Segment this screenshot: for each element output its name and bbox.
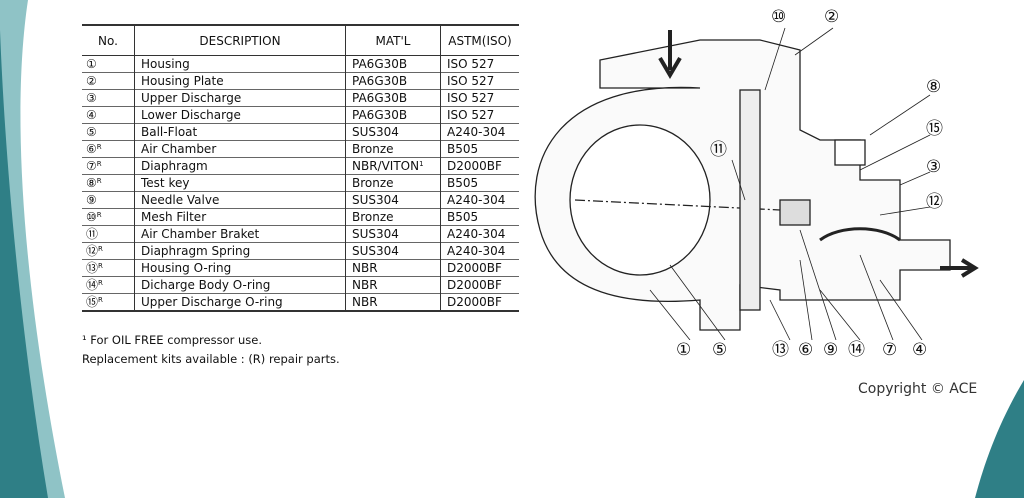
callout-label: ⑭: [848, 340, 865, 360]
callout-label: ③: [926, 157, 942, 177]
part-material: NBR: [345, 293, 441, 311]
part-material: SUS304: [345, 242, 441, 260]
part-description: Upper Discharge O-ring: [134, 293, 346, 311]
part-astm: ISO 527: [440, 72, 519, 90]
part-material: SUS304: [345, 225, 441, 243]
part-astm: ISO 527: [440, 55, 519, 73]
callout-label: ⑥: [798, 340, 814, 360]
part-astm: A240-304: [440, 191, 519, 209]
part-description: Air Chamber: [134, 140, 346, 158]
table-row: ⑤ Ball-Float SUS304 A240-304: [82, 123, 519, 141]
part-description: Diaphragm Spring: [134, 242, 346, 260]
part-description: Upper Discharge: [134, 89, 346, 107]
part-number: ⑬R: [82, 259, 135, 277]
part-description: Housing Plate: [134, 72, 346, 90]
part-astm: A240-304: [440, 225, 519, 243]
part-material: NBR: [345, 259, 441, 277]
part-description: Housing O-ring: [134, 259, 346, 277]
table-row: ⑨ Needle Valve SUS304 A240-304: [82, 191, 519, 209]
part-astm: D2000BF: [440, 293, 519, 311]
part-material: Bronze: [345, 208, 441, 226]
part-number: ④: [82, 106, 135, 124]
table-row: ② Housing Plate PA6G30B ISO 527: [82, 72, 519, 90]
footnote: ¹ For OIL FREE compressor use.: [82, 333, 263, 347]
part-description: Dicharge Body O-ring: [134, 276, 346, 294]
part-description: Mesh Filter: [134, 208, 346, 226]
part-astm: D2000BF: [440, 157, 519, 175]
part-description: Air Chamber Braket: [134, 225, 346, 243]
copyright-text: Copyright © ACE: [858, 381, 978, 397]
part-astm: D2000BF: [440, 276, 519, 294]
part-description: Ball-Float: [134, 123, 346, 141]
replacement-note: Replacement kits available : (R) repair …: [82, 352, 340, 366]
part-material: NBR: [345, 276, 441, 294]
part-number: ⑫R: [82, 242, 135, 260]
part-astm: A240-304: [440, 123, 519, 141]
part-astm: B505: [440, 174, 519, 192]
part-material: Bronze: [345, 174, 441, 192]
part-description: Needle Valve: [134, 191, 346, 209]
part-description: Test key: [134, 174, 346, 192]
part-number: ⑩R: [82, 208, 135, 226]
table-row: ⑦R Diaphragm NBR/VITON1 D2000BF: [82, 157, 519, 175]
part-astm: ISO 527: [440, 106, 519, 124]
table-row: ⑬R Housing O-ring NBR D2000BF: [82, 259, 519, 277]
header-astm: ASTM(ISO): [440, 25, 519, 56]
callout-label: ⑦: [882, 340, 898, 360]
part-material: SUS304: [345, 123, 441, 141]
part-number: ⑧R: [82, 174, 135, 192]
part-astm: A240-304: [440, 242, 519, 260]
part-number: ⑤: [82, 123, 135, 141]
part-material: NBR/VITON1: [345, 157, 441, 175]
part-material: PA6G30B: [345, 72, 441, 90]
callout-label: ④: [912, 340, 928, 360]
table-row: ① Housing PA6G30B ISO 527: [82, 55, 519, 73]
part-number: ②: [82, 72, 135, 90]
table-row: ⑩R Mesh Filter Bronze B505: [82, 208, 519, 226]
table-row: ③ Upper Discharge PA6G30B ISO 527: [82, 89, 519, 107]
header-no: No.: [82, 25, 135, 56]
callout-label: ⑮: [926, 119, 943, 139]
callout-label: ⑧: [926, 77, 942, 97]
table-row: ⑥R Air Chamber Bronze B505: [82, 140, 519, 158]
part-astm: B505: [440, 208, 519, 226]
header-description: DESCRIPTION: [134, 25, 346, 56]
part-material: Bronze: [345, 140, 441, 158]
part-number: ⑨: [82, 191, 135, 209]
part-number: ①: [82, 55, 135, 73]
callout-label: ②: [824, 7, 840, 27]
callout-label: ①: [676, 340, 692, 360]
callout-label: ⑫: [926, 192, 943, 212]
part-number: ③: [82, 89, 135, 107]
cross-section-diagram: [534, 27, 979, 340]
part-number: ⑥R: [82, 140, 135, 158]
part-description: Lower Discharge: [134, 106, 346, 124]
part-astm: B505: [440, 140, 519, 158]
part-number: ⑪: [82, 225, 135, 243]
table-row: ⑧R Test key Bronze B505: [82, 174, 519, 192]
table-row: ⑫R Diaphragm Spring SUS304 A240-304: [82, 242, 519, 260]
callout-label: ⑨: [823, 340, 839, 360]
part-astm: ISO 527: [440, 89, 519, 107]
part-description: Diaphragm: [134, 157, 346, 175]
part-number: ⑮R: [82, 293, 135, 311]
header-material: MAT'L: [345, 25, 441, 56]
callout-label: ⑪: [710, 140, 727, 160]
table-row: ④ Lower Discharge PA6G30B ISO 527: [82, 106, 519, 124]
parts-table: No. DESCRIPTION MAT'L ASTM(ISO) ① Housin…: [82, 24, 519, 312]
part-number: ⑭R: [82, 276, 135, 294]
part-description: Housing: [134, 55, 346, 73]
part-astm: D2000BF: [440, 259, 519, 277]
callout-label: ⑩: [771, 7, 787, 27]
callout-label: ⑤: [712, 340, 728, 360]
table-row: ⑮R Upper Discharge O-ring NBR D2000BF: [82, 293, 519, 311]
table-row: ⑪ Air Chamber Braket SUS304 A240-304: [82, 225, 519, 243]
part-material: PA6G30B: [345, 106, 441, 124]
part-material: PA6G30B: [345, 55, 441, 73]
part-number: ⑦R: [82, 157, 135, 175]
part-material: PA6G30B: [345, 89, 441, 107]
part-material: SUS304: [345, 191, 441, 209]
table-row: ⑭R Dicharge Body O-ring NBR D2000BF: [82, 276, 519, 294]
callout-label: ⑬: [772, 340, 789, 360]
